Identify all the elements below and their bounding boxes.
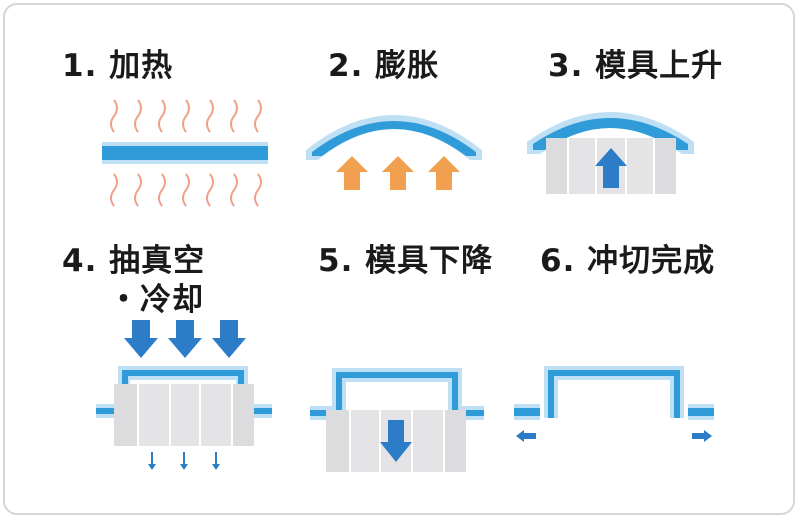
- small-down-arrows: [148, 452, 220, 470]
- sheet-bulge: [312, 121, 476, 156]
- up-arrow-icon: [595, 148, 627, 188]
- step-1-label: 1. 加热: [62, 48, 174, 84]
- mold: [114, 384, 254, 446]
- step-6-illustration: [514, 366, 714, 442]
- right-arrow-icon: [692, 430, 712, 442]
- sheet-core: [102, 146, 268, 160]
- trimmed-edge-left-core: [514, 408, 540, 416]
- up-arrows-orange: [336, 156, 460, 190]
- left-arrow-icon: [516, 430, 536, 442]
- step-4-sublabel: ・冷却: [108, 282, 204, 318]
- step-5-label: 5. 模具下降: [318, 243, 494, 279]
- trimmed-part: [548, 370, 680, 418]
- trimmed-edge-right-core: [688, 408, 714, 416]
- step-3-label: 3. 模具上升: [548, 48, 724, 84]
- down-arrow-icon: [380, 420, 412, 462]
- heat-waves-bottom: [110, 173, 262, 207]
- down-arrows-blue: [124, 320, 246, 358]
- step-2-illustration: [306, 115, 482, 190]
- trimmed-part-outer: [544, 366, 684, 418]
- step-3-illustration: [527, 112, 694, 194]
- formed-sheet: [96, 370, 272, 414]
- heat-waves-top: [110, 99, 262, 133]
- formed-sheet-outer: [96, 366, 272, 418]
- step-1-illustration: [102, 99, 268, 207]
- step-4-label: 4. 抽真空: [62, 243, 206, 279]
- sheet-dome-outer: [527, 112, 694, 154]
- step-6-label: 6. 冲切完成: [540, 243, 716, 279]
- formed-sheet-outer: [310, 368, 484, 420]
- step-5-illustration: [310, 368, 484, 472]
- sheet-dome: [533, 118, 688, 150]
- sheet-bulge-outer: [306, 115, 482, 160]
- step-4-illustration: [96, 320, 272, 470]
- step-2-label: 2. 膨胀: [328, 48, 440, 84]
